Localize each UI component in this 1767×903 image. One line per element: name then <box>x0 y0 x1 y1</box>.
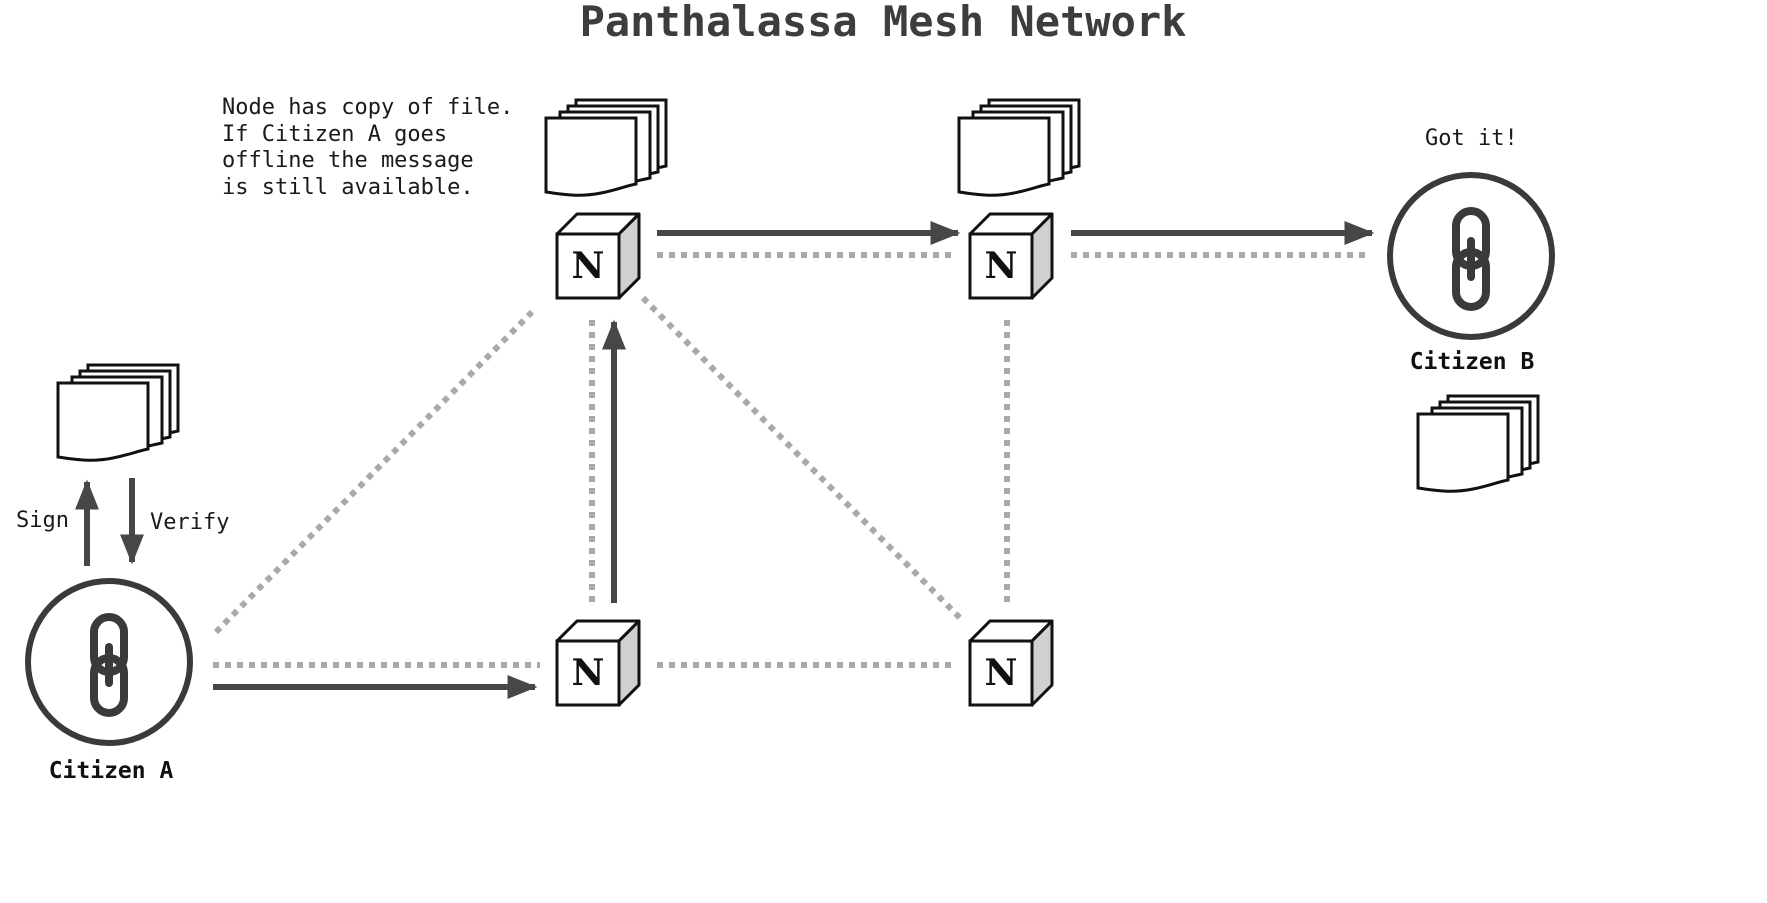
node-top-left: N <box>555 212 641 300</box>
note-line: Node has copy of file. <box>222 95 513 120</box>
document-stack-icon <box>1416 394 1540 493</box>
citizen-a-label: Citizen A <box>49 758 174 784</box>
node-top-right: N <box>968 212 1054 300</box>
sign-label: Sign <box>16 508 69 533</box>
message-arrows <box>75 221 1375 699</box>
node-label: N <box>985 245 1018 287</box>
document-stack-icon <box>957 98 1081 197</box>
link-citizen-a-node-tl <box>213 309 535 635</box>
diagram-title: Panthalassa Mesh Network <box>580 0 1187 46</box>
node-label: N <box>985 652 1018 694</box>
citizen-a: Citizen A <box>25 578 193 784</box>
node-bottom-left: N <box>555 619 641 707</box>
got-it-label: Got it! <box>1425 126 1518 151</box>
node-note: Node has copy of file. If Citizen A goes… <box>222 95 513 200</box>
citizen-b: Citizen B <box>1387 172 1555 375</box>
citizen-b-label: Citizen B <box>1410 349 1535 375</box>
mesh-links <box>213 252 1368 668</box>
link-node-tl-node-br <box>640 295 965 623</box>
node-bottom-right: N <box>968 619 1054 707</box>
note-line: is still available. <box>222 175 474 200</box>
verify-label: Verify <box>150 510 229 535</box>
note-line: If Citizen A goes <box>222 122 447 147</box>
note-line: offline the message <box>222 148 474 173</box>
node-label: N <box>572 245 605 287</box>
document-stack-icon <box>56 363 180 462</box>
node-label: N <box>572 652 605 694</box>
document-stack-icon <box>544 98 668 197</box>
